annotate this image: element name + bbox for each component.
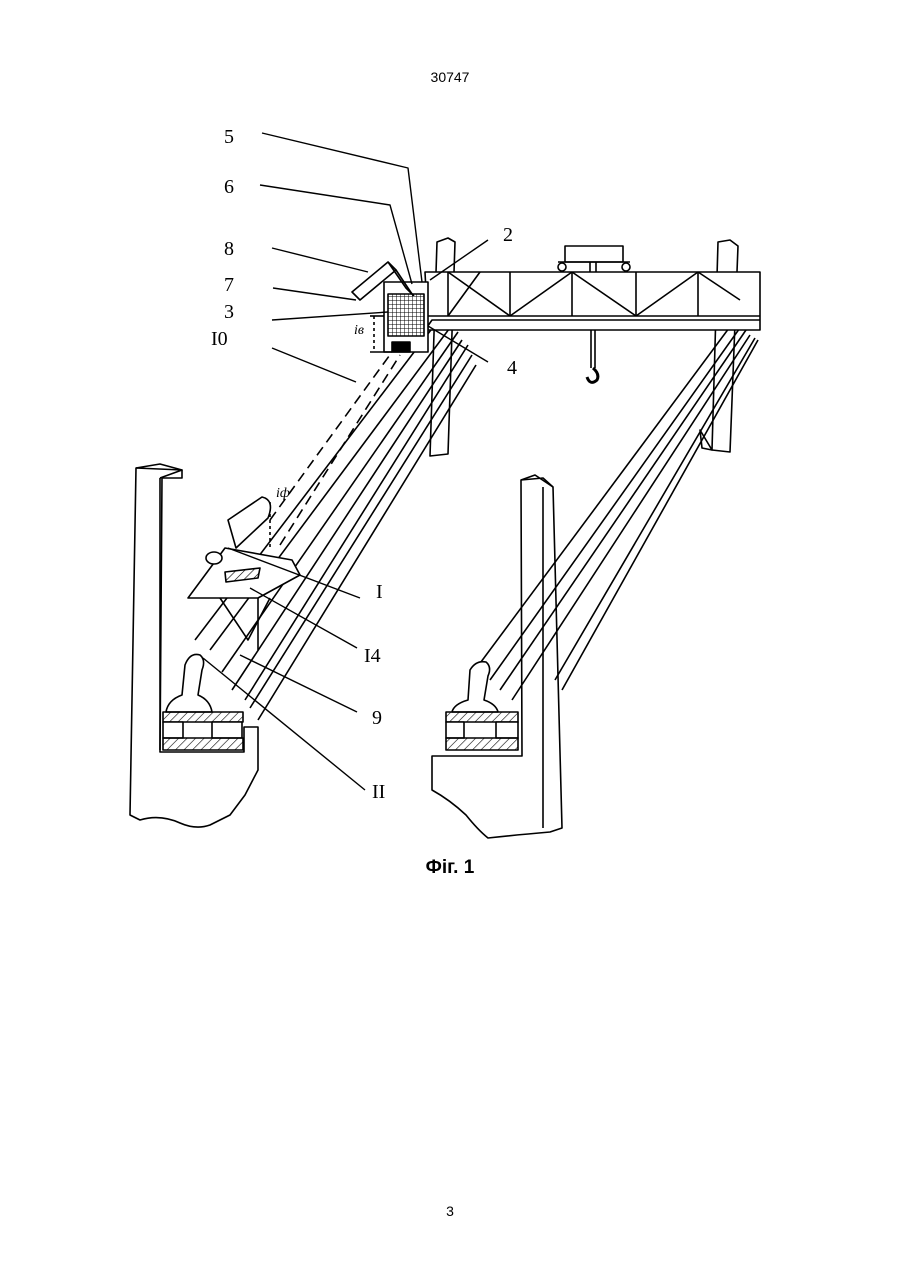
label-iphi: iф: [276, 486, 290, 501]
label-6: 6: [224, 176, 234, 198]
label-5: 5: [224, 126, 234, 148]
right-front-column: [432, 475, 562, 838]
label-9: 9: [372, 707, 382, 729]
sensor-unit: [370, 282, 428, 352]
label-7: 7: [224, 274, 234, 296]
trolley: [558, 246, 630, 272]
label-4: 4: [507, 357, 517, 379]
page-number: 3: [0, 1203, 900, 1219]
label-1: I: [376, 581, 383, 603]
label-3: 3: [224, 301, 234, 323]
label-2: 2: [503, 224, 513, 246]
bridge-girder: [425, 272, 760, 330]
label-10: I0: [211, 328, 228, 350]
crane-hook: [587, 330, 598, 382]
label-8: 8: [224, 238, 234, 260]
left-rail: [163, 654, 243, 750]
figure-caption: Фіг. 1: [0, 857, 900, 879]
leader-lines: [203, 133, 488, 790]
label-ie: iв: [354, 323, 364, 338]
right-rail: [446, 662, 518, 750]
label-11: II: [372, 781, 385, 803]
label-14: I4: [364, 645, 381, 667]
